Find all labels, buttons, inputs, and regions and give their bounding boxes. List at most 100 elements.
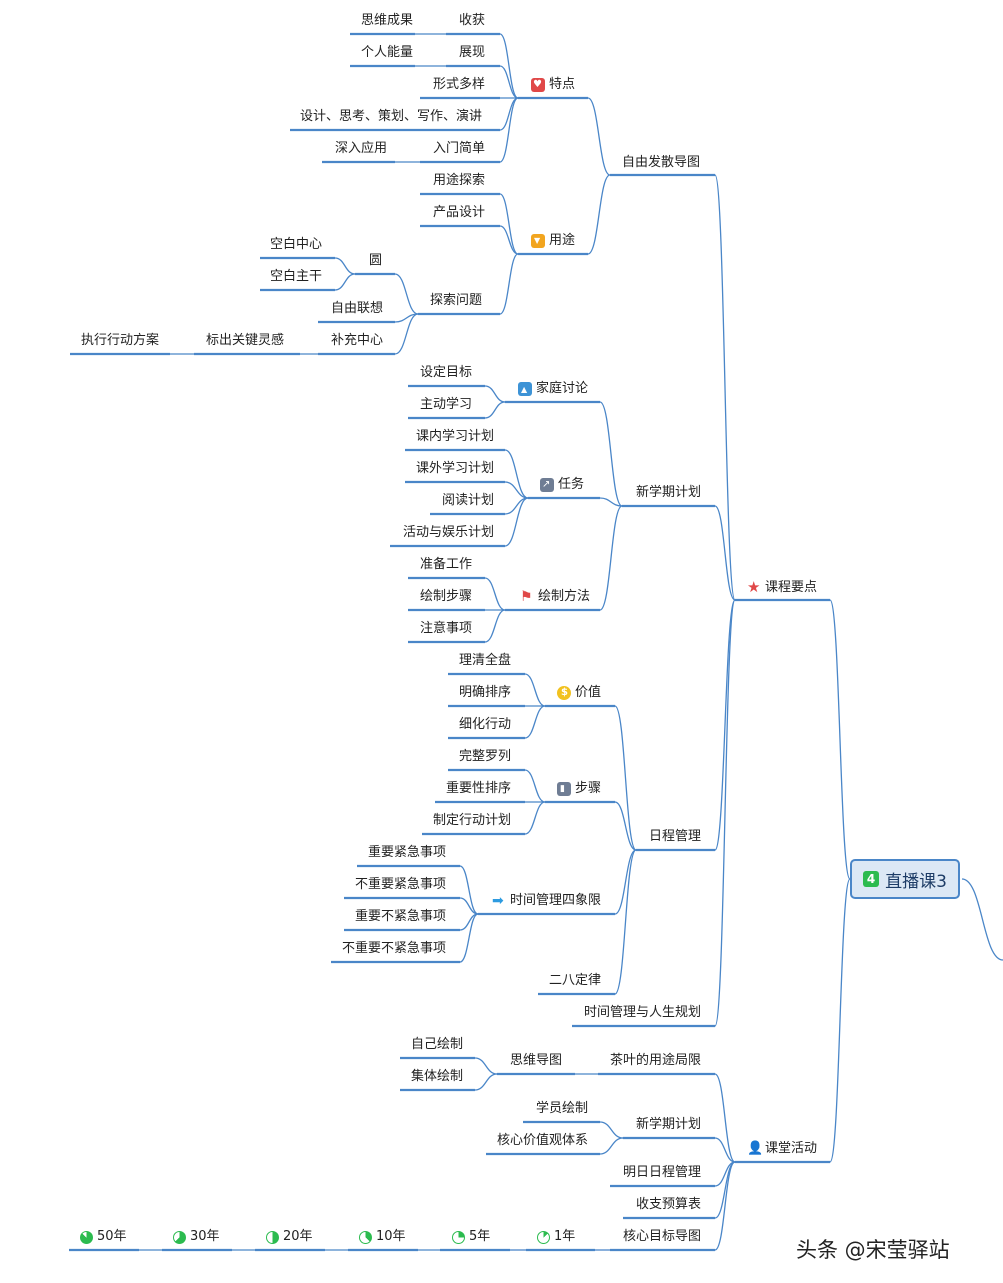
chart-icon	[540, 478, 554, 492]
branch-connector	[599, 1137, 624, 1155]
topic-free-mindmap[interactable]: 自由发散导图	[622, 155, 701, 170]
topic-importance-sort[interactable]: 重要性排序	[446, 781, 512, 796]
topic-tea-limits[interactable]: 茶叶的用途局限	[610, 1053, 702, 1068]
topic-reading-plan[interactable]: 阅读计划	[442, 493, 495, 508]
topic-core-goal-map[interactable]: 核心目标导图	[623, 1229, 702, 1244]
topic-course-points[interactable]: 课程要点	[747, 580, 817, 596]
topic-make-action-plan[interactable]: 制定行动计划	[433, 813, 512, 828]
topic-full-list[interactable]: 完整罗列	[459, 749, 512, 764]
branch-connector	[499, 193, 519, 255]
branch-connector	[504, 449, 529, 499]
branch-connector	[524, 769, 546, 803]
central-topic-label: 直播课3	[885, 871, 947, 892]
topic-10-years[interactable]: 10年	[359, 1229, 406, 1245]
branch-connector	[614, 849, 637, 915]
topic-four-quadrants[interactable]: 时间管理四象限	[492, 893, 601, 909]
topic-drawing-method[interactable]: 绘制方法	[520, 589, 590, 605]
topic-product-design[interactable]: 产品设计	[433, 205, 486, 220]
branch-connector	[459, 865, 479, 915]
topic-add-center[interactable]: 补充中心	[331, 333, 384, 348]
branch-connector	[459, 913, 479, 931]
topic-50-years[interactable]: 50年	[80, 1229, 127, 1245]
topic-clear-order[interactable]: 明确排序	[459, 685, 512, 700]
branch-connector	[499, 65, 519, 99]
topic-display[interactable]: 展现	[459, 45, 486, 60]
topic-clarify-overall[interactable]: 理清全盘	[459, 653, 512, 668]
topic-design-writing[interactable]: 设计、思考、策划、写作、演讲	[300, 109, 483, 124]
branch-connector	[829, 599, 851, 880]
topic-tasks[interactable]: 任务	[540, 477, 584, 493]
topic-student-draw[interactable]: 学员绘制	[536, 1101, 589, 1116]
topic-mindmap[interactable]: 思维导图	[510, 1053, 563, 1068]
topic-key-inspiration[interactable]: 标出关键灵感	[206, 333, 285, 348]
topic-gain[interactable]: 收获	[459, 13, 486, 28]
topic-budget[interactable]: 收支预算表	[636, 1197, 702, 1212]
branch-connector	[587, 174, 611, 255]
topic-schedule-mgmt[interactable]: 日程管理	[649, 829, 702, 844]
topic-20-years[interactable]: 20年	[266, 1229, 313, 1245]
topic-new-term-plan-2[interactable]: 新学期计划	[636, 1117, 702, 1132]
central-topic[interactable]: 4 直播课3	[850, 859, 960, 899]
topic-blank-trunk[interactable]: 空白主干	[270, 269, 323, 284]
bar-chart-icon	[557, 782, 571, 796]
topic-drawing-steps[interactable]: 绘制步骤	[420, 589, 473, 604]
topic-group-draw[interactable]: 集体绘制	[411, 1069, 464, 1084]
topic-1-year[interactable]: 1年	[537, 1229, 575, 1245]
topic-in-class-plan[interactable]: 课内学习计划	[416, 429, 495, 444]
topic-time-life-plan[interactable]: 时间管理与人生规划	[584, 1005, 702, 1020]
topic-easy-start[interactable]: 入门简单	[433, 141, 486, 156]
topic-refine-action[interactable]: 细化行动	[459, 717, 512, 732]
topic-out-class-plan[interactable]: 课外学习计划	[416, 461, 495, 476]
branch-connector	[599, 401, 623, 507]
branch-connector	[961, 878, 1003, 961]
topic-family-discussion[interactable]: 家庭讨论	[518, 381, 588, 397]
priority-badge: 4	[863, 871, 880, 887]
topic-uses[interactable]: 用途	[531, 233, 575, 249]
topic-features[interactable]: 特点	[531, 77, 575, 93]
branch-connector	[484, 577, 506, 611]
branch-connector	[334, 273, 356, 291]
topic-free-association[interactable]: 自由联想	[331, 301, 384, 316]
topic-important-urgent[interactable]: 重要紧急事项	[368, 845, 447, 860]
branch-connector	[614, 801, 637, 851]
branch-connector	[504, 497, 529, 515]
topic-unimportant-not-urgent[interactable]: 不重要不紧急事项	[342, 941, 447, 956]
topic-value[interactable]: 价值	[557, 685, 601, 701]
topic-deep-use[interactable]: 深入应用	[335, 141, 388, 156]
topic-explore-problem[interactable]: 探索问题	[430, 293, 483, 308]
topic-unimportant-urgent[interactable]: 不重要紧急事项	[355, 877, 447, 892]
branch-connector	[334, 257, 356, 275]
topic-new-term-plan[interactable]: 新学期计划	[636, 485, 702, 500]
topic-personal-energy[interactable]: 个人能量	[361, 45, 414, 60]
topic-self-draw[interactable]: 自己绘制	[411, 1037, 464, 1052]
topic-tomorrow-schedule[interactable]: 明日日程管理	[623, 1165, 702, 1180]
topic-steps[interactable]: 步骤	[557, 781, 601, 797]
topic-pareto[interactable]: 二八定律	[549, 973, 602, 988]
topic-action-plan[interactable]: 执行行动方案	[81, 333, 160, 348]
topic-class-activities[interactable]: 课堂活动	[747, 1141, 817, 1157]
topic-active-learning[interactable]: 主动学习	[420, 397, 473, 412]
topic-5-years[interactable]: 5年	[452, 1229, 490, 1245]
topic-diverse-forms[interactable]: 形式多样	[433, 77, 486, 92]
topic-notes[interactable]: 注意事项	[420, 621, 473, 636]
topic-core-values[interactable]: 核心价值观体系	[497, 1133, 589, 1148]
topic-thinking-results[interactable]: 思维成果	[361, 13, 414, 28]
branch-connector	[484, 385, 506, 403]
branch-connector	[714, 1161, 736, 1251]
topic-preparation[interactable]: 准备工作	[420, 557, 473, 572]
topic-important-not-urgent[interactable]: 重要不紧急事项	[355, 909, 447, 924]
branch-connector	[459, 897, 479, 915]
branch-connector	[499, 33, 519, 99]
cart-icon	[531, 234, 545, 248]
topic-set-goals[interactable]: 设定目标	[420, 365, 473, 380]
topic-use-explore[interactable]: 用途探索	[433, 173, 486, 188]
topic-blank-center[interactable]: 空白中心	[270, 237, 323, 252]
branch-connector	[499, 253, 519, 315]
branch-connector	[714, 505, 736, 601]
topic-activity-plan[interactable]: 活动与娱乐计划	[403, 525, 495, 540]
topic-circle[interactable]: 圆	[369, 253, 383, 268]
branch-connector	[714, 1161, 736, 1219]
branch-connector	[504, 481, 529, 499]
topic-30-years[interactable]: 30年	[173, 1229, 220, 1245]
branch-connector	[504, 497, 529, 547]
